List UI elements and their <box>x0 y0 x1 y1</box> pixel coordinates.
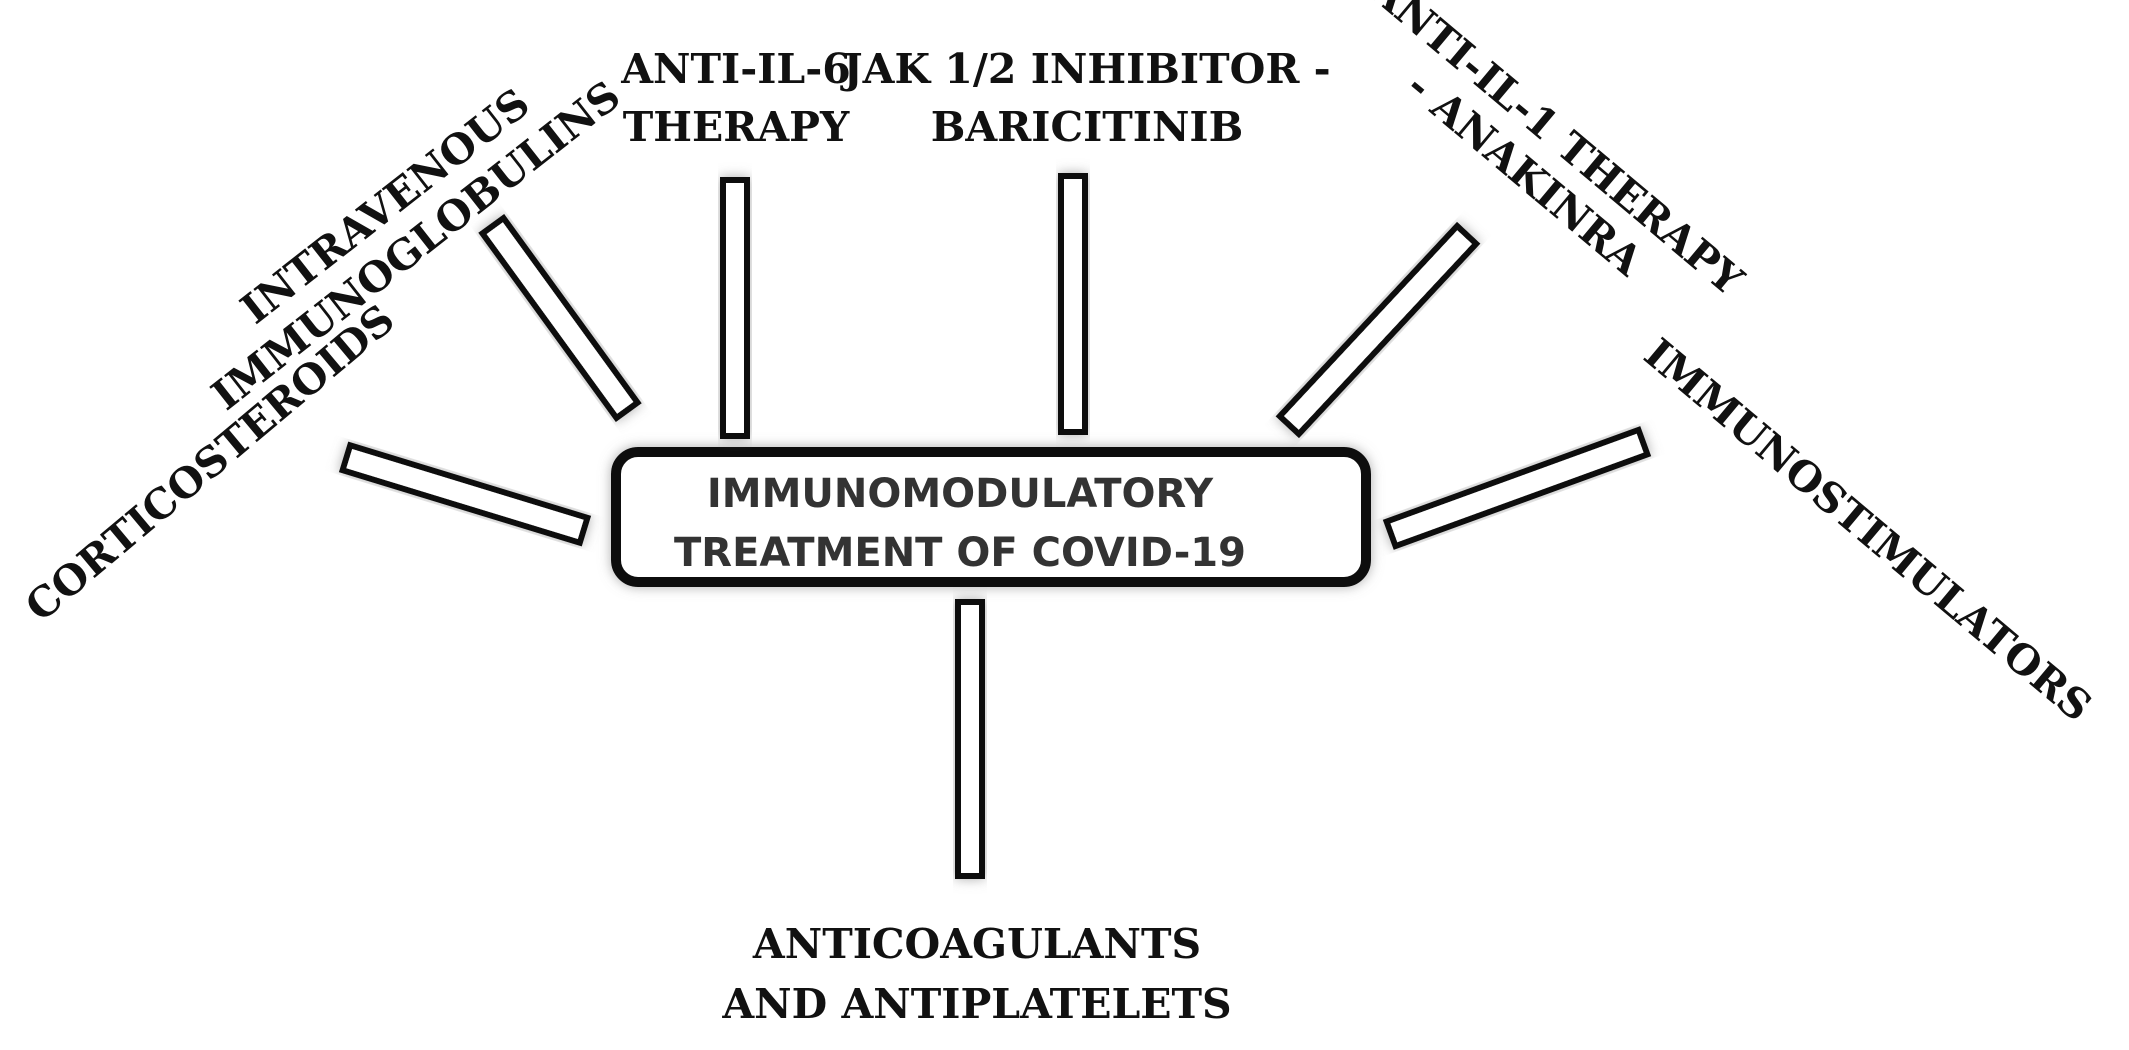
label-anticoagulants-line2: AND ANTIPLATELETS <box>721 980 1231 1028</box>
branch-immunoglobulins: INTRAVENOUS IMMUNOGLOBULINS <box>203 71 630 419</box>
spoke-immunoglobulins <box>478 213 642 423</box>
center-title-line1: IMMUNOMODULATORY <box>707 471 1214 517</box>
spoke-anti-il1 <box>1275 221 1481 439</box>
label-jak-line2: BARICITINIB <box>931 103 1244 151</box>
label-anti-il1-line1: ANTI-IL-1 THERAPY <box>1360 0 1752 305</box>
spoke-anticoagulants <box>955 599 985 879</box>
center-title-line2: TREATMENT OF COVID-19 <box>674 530 1246 576</box>
branch-anticoagulants: ANTICOAGULANTS AND ANTIPLATELETS <box>721 920 1231 1028</box>
connector-spokes <box>338 173 1652 879</box>
label-immunoglobulins-line2: IMMUNOGLOBULINS <box>203 71 630 419</box>
spoke-immunostimulators <box>1382 426 1652 550</box>
branch-immunostimulators: IMMUNOSTIMULATORS <box>1635 329 2101 731</box>
label-anti-il6-line1: ANTI-IL-6 <box>620 45 851 93</box>
branch-anti-il6: ANTI-IL-6 THERAPY <box>620 45 851 151</box>
branch-jak: JAK 1/2 INHIBITOR - BARICITINIB <box>840 45 1330 151</box>
label-anticoagulants-line1: ANTICOAGULANTS <box>752 920 1201 968</box>
center-box <box>611 447 1371 587</box>
spoke-anti-il6 <box>720 177 750 439</box>
spoke-corticosteroids <box>338 441 592 547</box>
spoke-jak <box>1058 173 1088 435</box>
label-anti-il6-line2: THERAPY <box>623 103 850 151</box>
center-node: IMMUNOMODULATORY TREATMENT OF COVID-19 <box>611 447 1371 587</box>
label-immunostimulators: IMMUNOSTIMULATORS <box>1635 329 2101 731</box>
label-jak-line1: JAK 1/2 INHIBITOR - <box>840 45 1330 93</box>
